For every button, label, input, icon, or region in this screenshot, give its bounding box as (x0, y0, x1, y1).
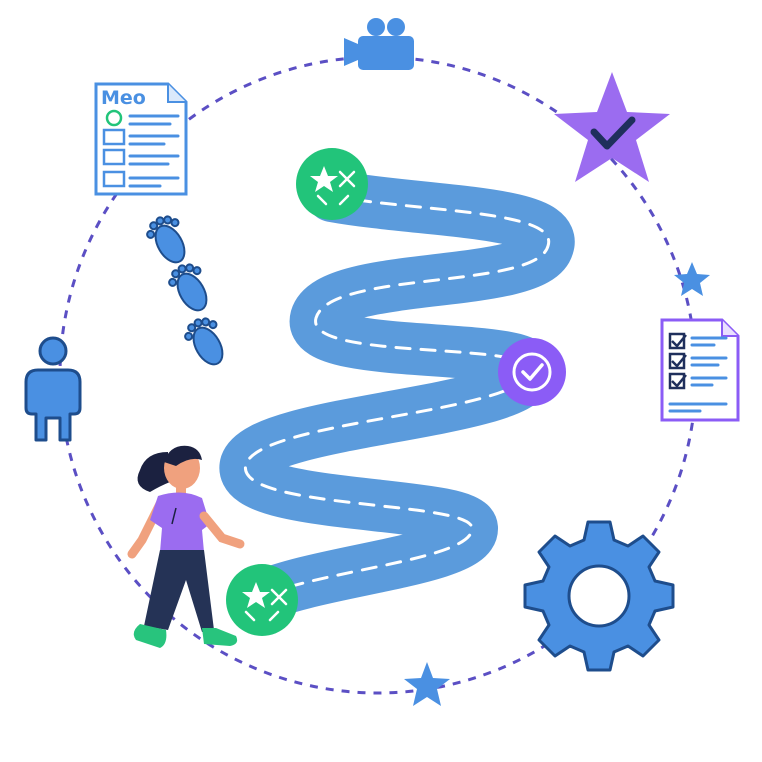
checklist-document-icon (660, 318, 740, 422)
footprints-icon (146, 215, 224, 366)
gear-icon (523, 520, 675, 672)
resume-document-icon: Meo (94, 82, 188, 196)
milestone-start-icon (226, 564, 298, 636)
video-camera-icon (344, 18, 414, 70)
winding-road (219, 170, 575, 624)
milestone-goal-icon (296, 148, 368, 220)
small-star-icon (674, 262, 710, 296)
resume-heading: Meo (101, 87, 146, 109)
person-icon (24, 336, 82, 442)
small-star-icon-bottom (404, 662, 450, 706)
walking-person (127, 445, 245, 648)
star-check-icon (554, 72, 670, 182)
milestone-check-icon (498, 338, 566, 406)
